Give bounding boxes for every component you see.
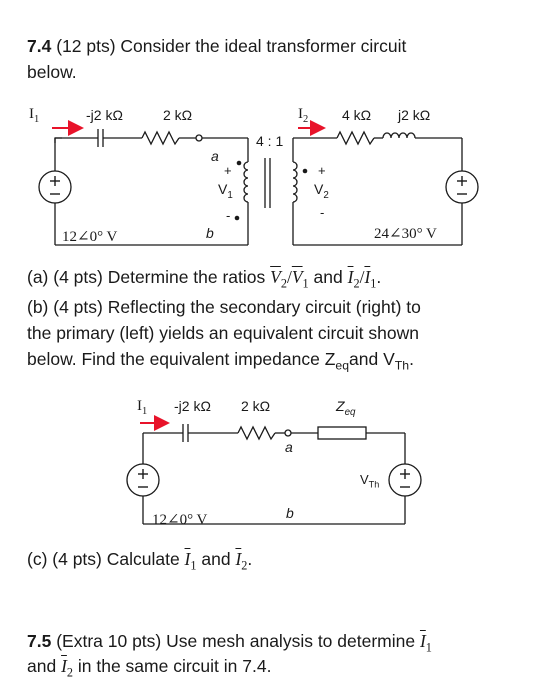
- resistor-2k: [237, 425, 276, 441]
- resistor-2k: [141, 130, 180, 146]
- problem-number: 7.5: [27, 631, 52, 651]
- eq-capacitor-label: -j2 kΩ: [174, 398, 211, 414]
- resistor-4k-label: 4 kΩ: [342, 107, 372, 123]
- capacitor-label: -j2 kΩ: [86, 107, 123, 123]
- equivalent-circuit-diagram: [126, 415, 422, 525]
- part-c: (c) (4 pts) Calculate I1 and I2.: [27, 549, 253, 573]
- right-source-value: 24∠30° V: [374, 226, 437, 242]
- turns-ratio: 4 : 1: [256, 133, 284, 149]
- node-b-label: b: [206, 225, 214, 241]
- part-b-line2: the primary (left) yields an equivalent …: [27, 323, 419, 343]
- secondary-coil: [292, 161, 298, 203]
- eq-resistor-label: 2 kΩ: [241, 398, 271, 414]
- problem-number: 7.4: [27, 36, 52, 56]
- v2-plus: +: [318, 163, 326, 178]
- eq-source-value: 12∠0° V: [152, 512, 208, 528]
- v2-minus: -: [320, 205, 325, 220]
- i1-label: I1: [29, 106, 40, 125]
- part-b-line3: below. Find the equivalent impedance Zeq…: [27, 349, 414, 373]
- secondary-dot: [302, 168, 308, 174]
- left-source-value: 12∠0° V: [62, 229, 118, 245]
- part-b-line1: (b) (4 pts) Reflecting the secondary cir…: [27, 297, 421, 317]
- transformer-circuit-diagram: [38, 120, 479, 246]
- v1-plus: +: [224, 163, 232, 178]
- eq-node-a-label: a: [285, 439, 293, 455]
- primary-dot-bottom: [234, 215, 240, 221]
- left-voltage-source: [38, 170, 72, 204]
- primary-coil: [243, 161, 249, 203]
- inductor-j2k: [382, 132, 416, 139]
- left-loop-wire: [54, 137, 62, 143]
- node-a-label: a: [211, 148, 219, 164]
- primary-dot-top: [236, 160, 242, 166]
- left-voltage-source: [126, 463, 160, 497]
- resistor-4k: [336, 130, 375, 146]
- resistor-label: 2 kΩ: [163, 107, 193, 123]
- node-a-terminal: [284, 429, 292, 437]
- zeq-label: Zeq: [336, 398, 356, 418]
- v2-label: V2: [314, 181, 329, 201]
- eq-node-b-label: b: [286, 505, 294, 521]
- v1-minus: -: [226, 208, 231, 223]
- part-a: (a) (4 pts) Determine the ratios V2/V1 a…: [27, 267, 382, 291]
- problem-7-5-line1: 7.5 (Extra 10 pts) Use mesh analysis to …: [27, 631, 432, 655]
- eq-i1-label: I1: [137, 398, 148, 417]
- problem-intro-line2: below.: [27, 62, 77, 82]
- node-a-terminal: [195, 134, 203, 142]
- v1-label: V1: [218, 181, 233, 201]
- zeq-impedance-box: [317, 426, 367, 440]
- right-voltage-source: [445, 170, 479, 204]
- problem-7-4-title: 7.4 (12 pts) Consider the ideal transfor…: [27, 35, 406, 57]
- vth-source: [388, 463, 422, 497]
- problem-7-5-line2: and I2 in the same circuit in 7.4.: [27, 656, 272, 680]
- problem-intro: (12 pts) Consider the ideal transformer …: [56, 36, 407, 56]
- inductor-label: j2 kΩ: [398, 107, 431, 123]
- i2-label: I2: [298, 106, 309, 125]
- vth-label: VTh: [360, 472, 380, 490]
